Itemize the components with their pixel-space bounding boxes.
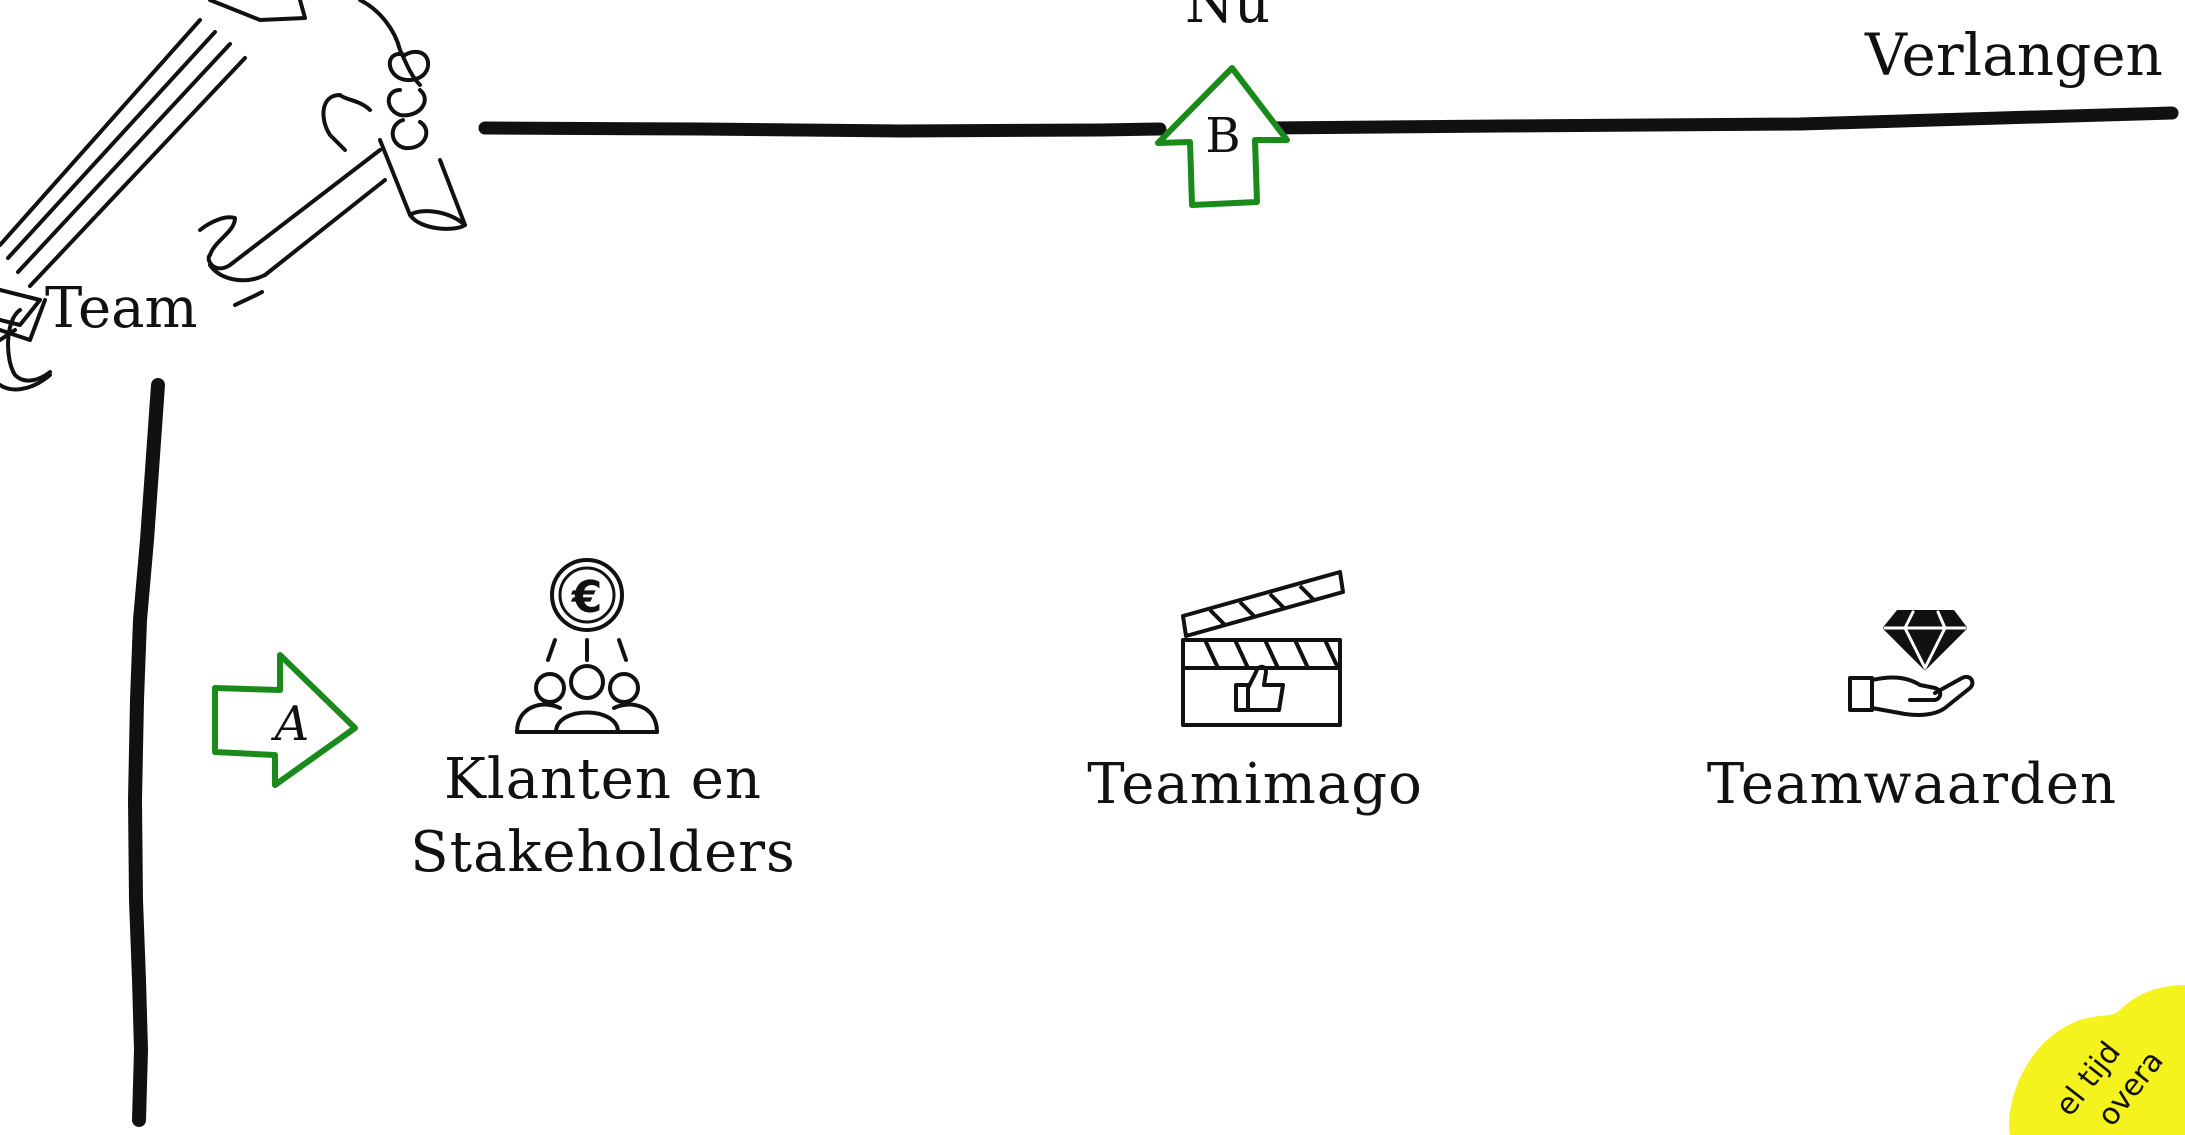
vertical-axis-label: Team xyxy=(45,276,198,341)
item-klanten-label-line1: Klanten en xyxy=(444,747,762,812)
horizontal-axis-line xyxy=(478,106,2179,138)
vertical-axis-line xyxy=(127,378,165,1127)
sticky-note: el tijd overa xyxy=(2009,985,2185,1135)
item-imago-label: Teamimago xyxy=(1087,752,1423,817)
hand-diamond-icon xyxy=(1848,610,1975,717)
svg-text:€: € xyxy=(571,572,603,623)
marker-b-arrow: B xyxy=(1155,65,1290,208)
marker-a-letter: A xyxy=(271,696,310,752)
group-euro-icon: € xyxy=(515,558,659,734)
marker-b-letter: B xyxy=(1205,108,1240,164)
item-klanten-label-line2: Stakeholders xyxy=(410,820,796,885)
clapperboard-thumbs-up-icon xyxy=(1181,570,1345,727)
item-waarden-label: Teamwaarden xyxy=(1706,752,2118,817)
horizontal-axis-label: Verlangen xyxy=(1864,21,2163,89)
marker-a-arrow: A xyxy=(212,652,358,788)
pencil-hand-illustration xyxy=(0,0,467,392)
top-marker-label: Nu xyxy=(1185,0,1270,36)
